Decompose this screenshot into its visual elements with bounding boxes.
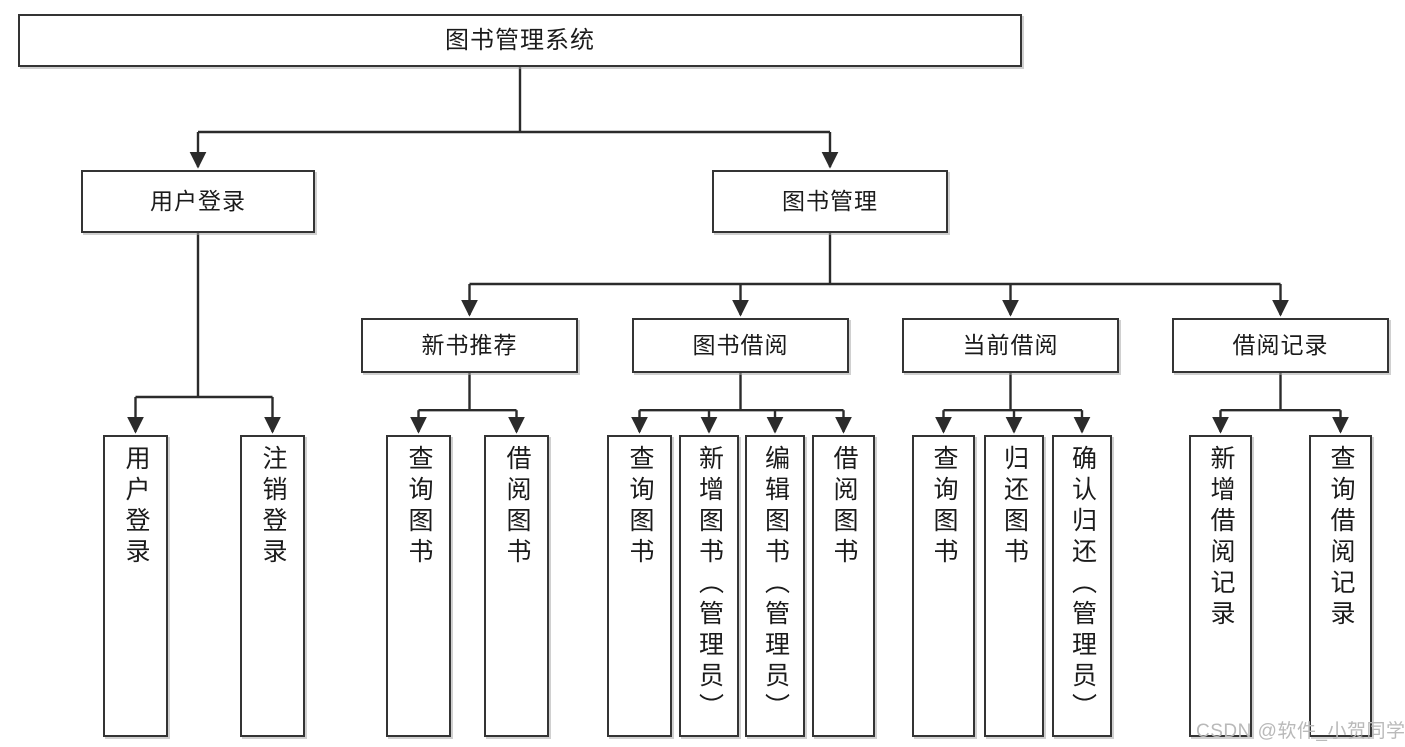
node-book-borrow-label: 图书借阅 (692, 332, 789, 359)
edge-group (127, 67, 1349, 434)
leaf-newbook-query-book-label: 查询图书 (405, 445, 433, 569)
leaf-bookborrow-query-book[interactable]: 查询图书 (607, 435, 672, 737)
leaf-record-query-record-label: 查询借阅记录 (1327, 445, 1355, 631)
node-book-borrow[interactable]: 图书借阅 (632, 318, 849, 373)
node-borrow-record-label: 借阅记录 (1232, 332, 1329, 359)
node-new-book-recommend[interactable]: 新书推荐 (361, 318, 578, 373)
leaf-user-logout[interactable]: 注销登录 (240, 435, 305, 737)
leaf-bookborrow-add-book[interactable]: 新增图书（管理员） (679, 435, 739, 737)
node-current-borrow-label: 当前借阅 (962, 332, 1059, 359)
leaf-record-query-record[interactable]: 查询借阅记录 (1309, 435, 1372, 737)
leaf-current-return-book[interactable]: 归还图书 (984, 435, 1044, 737)
node-root[interactable]: 图书管理系统 (18, 14, 1022, 67)
node-borrow-record[interactable]: 借阅记录 (1172, 318, 1389, 373)
leaf-current-confirm-return-label: 确认归还（管理员） (1068, 445, 1097, 724)
node-new-book-recommend-label: 新书推荐 (421, 332, 518, 359)
leaf-newbook-query-book[interactable]: 查询图书 (386, 435, 451, 737)
leaf-newbook-borrow-book-label: 借阅图书 (503, 445, 531, 569)
leaf-bookborrow-add-book-label: 新增图书（管理员） (695, 445, 724, 724)
leaf-bookborrow-edit-book-label: 编辑图书（管理员） (761, 445, 790, 724)
leaf-user-logout-label: 注销登录 (259, 445, 287, 569)
leaf-bookborrow-borrow-book-label: 借阅图书 (830, 445, 858, 569)
node-user-login-module-label: 用户登录 (150, 188, 246, 215)
csdn-watermark: CSDN @软件_小贺同学 (1196, 721, 1405, 742)
leaf-current-query-book[interactable]: 查询图书 (912, 435, 975, 737)
node-current-borrow[interactable]: 当前借阅 (902, 318, 1119, 373)
leaf-current-return-book-label: 归还图书 (1000, 445, 1029, 569)
leaf-user-login[interactable]: 用户登录 (103, 435, 168, 737)
leaf-user-login-label: 用户登录 (122, 445, 150, 569)
node-book-management-module-label: 图书管理 (782, 188, 878, 215)
leaf-bookborrow-edit-book[interactable]: 编辑图书（管理员） (745, 435, 805, 737)
leaf-newbook-borrow-book[interactable]: 借阅图书 (484, 435, 549, 737)
leaf-bookborrow-query-book-label: 查询图书 (626, 445, 654, 569)
leaf-current-confirm-return[interactable]: 确认归还（管理员） (1052, 435, 1112, 737)
node-root-label: 图书管理系统 (445, 26, 595, 54)
leaf-current-query-book-label: 查询图书 (930, 445, 958, 569)
node-book-management-module[interactable]: 图书管理 (712, 170, 948, 233)
node-user-login-module[interactable]: 用户登录 (81, 170, 315, 233)
leaf-bookborrow-borrow-book[interactable]: 借阅图书 (812, 435, 875, 737)
leaf-record-add-record-label: 新增借阅记录 (1207, 445, 1235, 631)
leaf-record-add-record[interactable]: 新增借阅记录 (1189, 435, 1252, 737)
